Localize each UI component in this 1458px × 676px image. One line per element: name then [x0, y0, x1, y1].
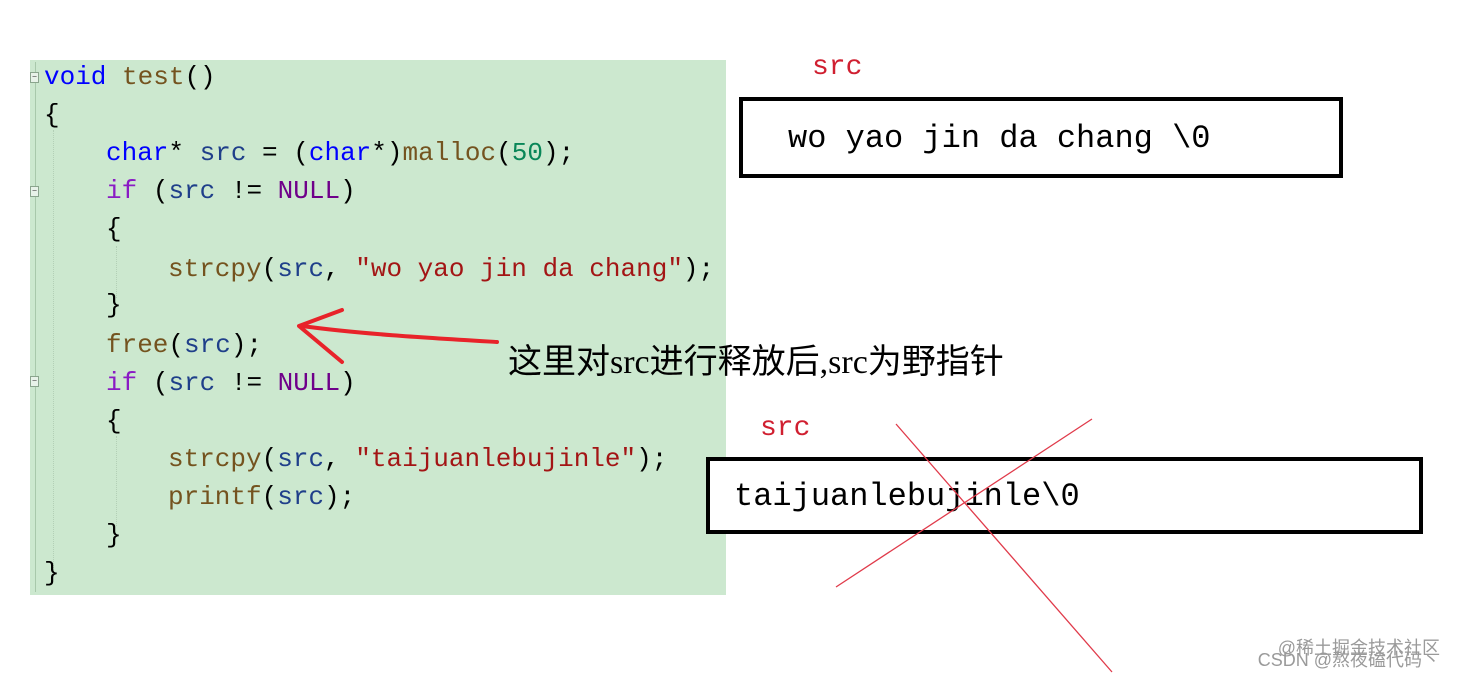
- code-token: src: [184, 330, 231, 360]
- code-token: );: [542, 138, 575, 168]
- code-token: char: [308, 138, 372, 168]
- code-line: printf(src);: [168, 482, 355, 512]
- code-token: strcpy: [168, 444, 262, 474]
- code-token: char: [106, 138, 169, 168]
- code-token: {: [106, 214, 122, 244]
- code-token: (: [261, 254, 278, 284]
- top-memory-box: [739, 97, 1343, 178]
- code-token: );: [230, 330, 263, 360]
- code-token: src: [168, 176, 216, 206]
- code-token: strcpy: [168, 254, 262, 284]
- code-line: }: [106, 520, 122, 550]
- code-token: (: [496, 138, 512, 168]
- code-token: (: [137, 176, 169, 206]
- code-token: free: [106, 330, 169, 360]
- code-token: src: [277, 482, 325, 512]
- code-line: if (src != NULL): [106, 176, 356, 206]
- watermark-juejin: @稀土掘金技术社区: [1277, 638, 1440, 658]
- arrow-head: [297, 308, 344, 364]
- code-token: = (: [246, 138, 309, 168]
- code-token: !=: [215, 368, 278, 398]
- code-token: (: [137, 368, 169, 398]
- code-token: if: [106, 176, 138, 206]
- code-token: ): [340, 368, 356, 398]
- code-token: );: [636, 444, 668, 474]
- code-token: }: [44, 558, 60, 588]
- code-token: *): [371, 138, 403, 168]
- code-token: "taijuanlebujinle": [355, 444, 637, 474]
- indent-guide: [116, 436, 117, 526]
- watermark-csdn: CSDN @熬夜磕代码丶: [1257, 650, 1440, 670]
- fold-toggle-if-1[interactable]: −: [30, 186, 39, 197]
- gutter-line: [35, 62, 36, 592]
- code-token: (: [261, 444, 278, 474]
- code-token: (: [168, 330, 185, 360]
- code-token: if: [106, 368, 138, 398]
- code-token: src: [199, 138, 247, 168]
- code-token: src: [277, 254, 325, 284]
- code-token: ): [340, 176, 356, 206]
- code-panel: [30, 60, 726, 595]
- bottom-memory-box: [706, 457, 1423, 534]
- code-token: ,: [324, 444, 356, 474]
- top-src-label: src: [812, 52, 863, 83]
- indent-guide: [53, 130, 54, 570]
- code-token: NULL: [277, 368, 341, 398]
- code-token: ,: [324, 254, 356, 284]
- code-token: 50: [511, 138, 543, 168]
- code-token: {: [44, 100, 60, 130]
- code-line: strcpy(src, "taijuanlebujinle");: [168, 444, 667, 474]
- bottom-memory-text: taijuanlebujinle\0: [734, 478, 1080, 515]
- code-token: NULL: [277, 176, 341, 206]
- code-token: src: [277, 444, 325, 474]
- code-token: (): [184, 62, 216, 92]
- code-line: strcpy(src, "wo yao jin da chang");: [168, 254, 714, 284]
- code-token: "wo yao jin da chang": [355, 254, 683, 284]
- code-token: }: [106, 290, 122, 320]
- code-token: malloc: [402, 138, 497, 168]
- fold-toggle-if-2[interactable]: −: [30, 376, 39, 387]
- code-line: {: [44, 100, 60, 130]
- annotation-text: 这里对src进行释放后,src为野指针: [508, 344, 1004, 381]
- code-token: void: [44, 62, 107, 92]
- code-line: void test(): [44, 62, 216, 92]
- code-line: char* src = (char*)malloc(50);: [106, 138, 574, 168]
- code-line: free(src);: [106, 330, 262, 360]
- arrow-shaft: [300, 324, 499, 344]
- code-token: }: [106, 520, 122, 550]
- code-line: if (src != NULL): [106, 368, 356, 398]
- code-line: }: [44, 558, 60, 588]
- bottom-src-label: src: [760, 413, 811, 444]
- code-token: );: [682, 254, 715, 284]
- cross-line-2: [895, 423, 1113, 673]
- code-line: }: [106, 290, 122, 320]
- code-line: {: [106, 406, 122, 436]
- code-token: !=: [215, 176, 278, 206]
- code-token: *: [168, 138, 200, 168]
- code-token: printf: [168, 482, 262, 512]
- indent-guide: [116, 246, 117, 298]
- code-token: (: [261, 482, 278, 512]
- top-memory-text: wo yao jin da chang \0: [788, 120, 1211, 157]
- fold-toggle-function[interactable]: −: [30, 72, 39, 83]
- code-line: {: [106, 214, 122, 244]
- code-token: src: [168, 368, 216, 398]
- code-token: );: [324, 482, 356, 512]
- code-token: {: [106, 406, 122, 436]
- code-token: test: [122, 62, 185, 92]
